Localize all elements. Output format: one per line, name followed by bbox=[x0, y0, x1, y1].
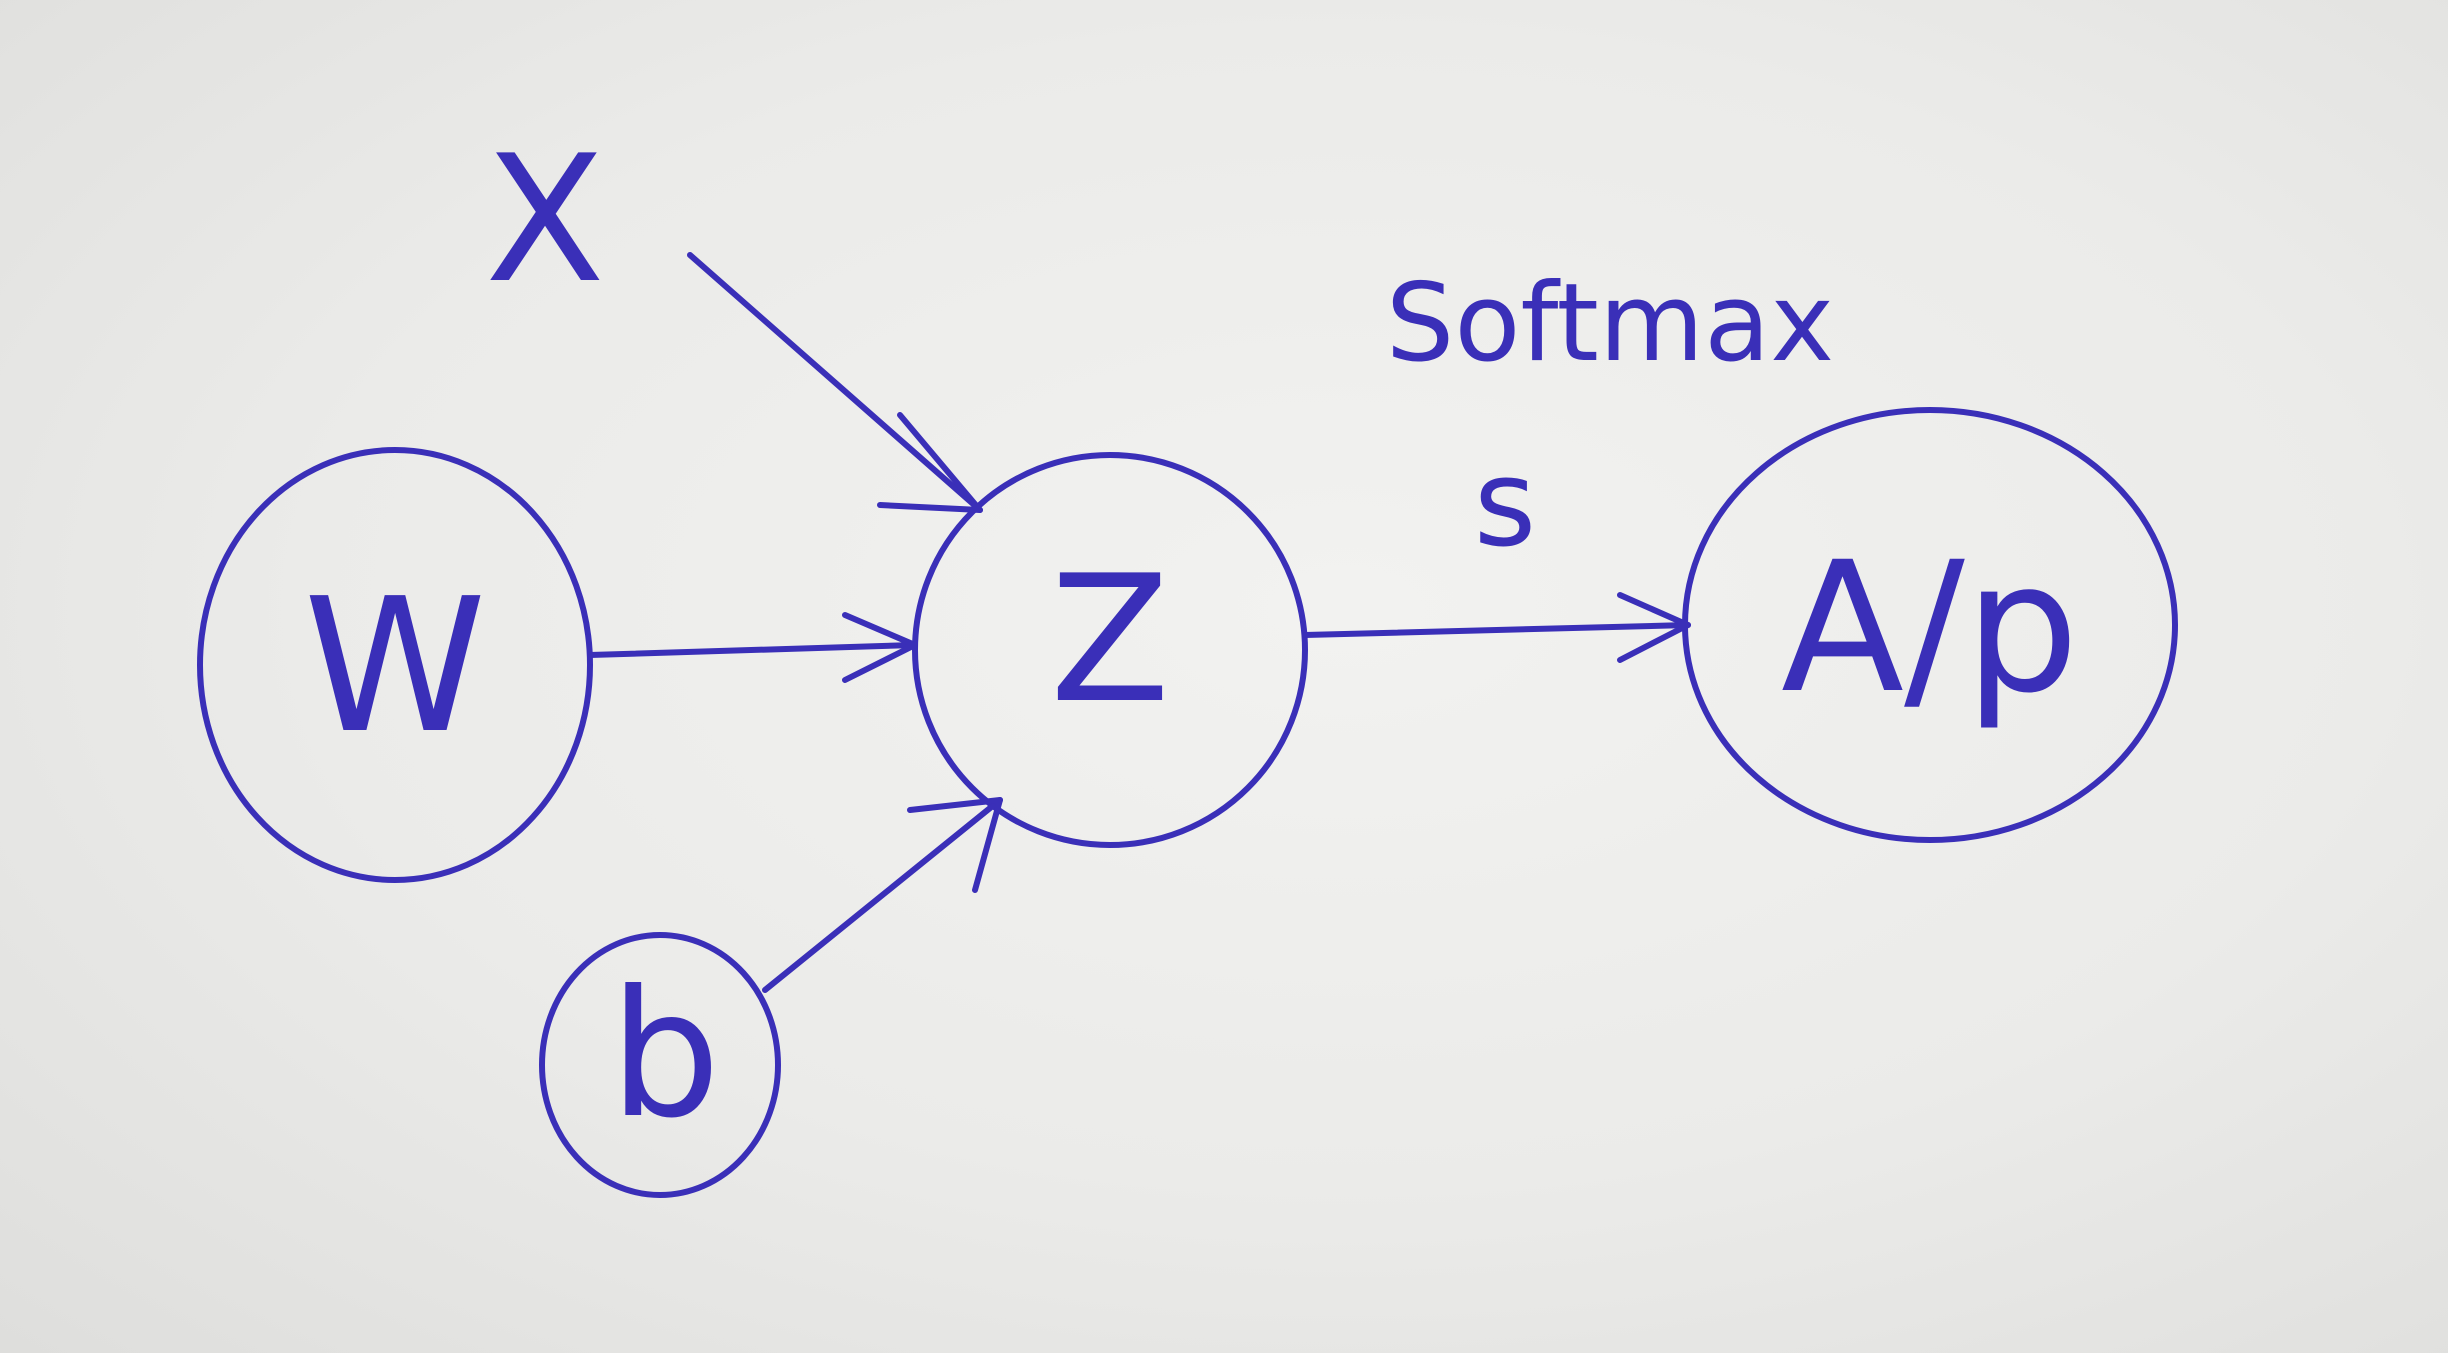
node-z-circle bbox=[912, 452, 1308, 848]
edge-label-s: s bbox=[1474, 435, 1537, 574]
edge-w-to-z bbox=[587, 642, 918, 658]
edge-b-to-z-arrowhead bbox=[907, 797, 1003, 893]
input-x-label: X bbox=[485, 119, 605, 322]
node-b-circle bbox=[539, 932, 781, 1198]
edge-w-to-z-arrowhead bbox=[842, 612, 918, 683]
node-w-circle bbox=[197, 447, 593, 883]
edge-x-to-z-arrowhead bbox=[877, 412, 983, 513]
node-b-label: b bbox=[609, 954, 720, 1157]
edge-label-softmax: Softmax bbox=[1386, 261, 1834, 386]
edge-z-to-output bbox=[1302, 622, 1691, 638]
node-output-label: A/p bbox=[1781, 524, 2079, 733]
node-z-label: Z bbox=[1050, 539, 1170, 742]
node-w-label: W bbox=[304, 558, 487, 774]
edge-z-to-output-arrowhead bbox=[1617, 592, 1691, 663]
edge-x-to-z bbox=[687, 252, 983, 513]
edge-b-to-z bbox=[762, 797, 1003, 993]
